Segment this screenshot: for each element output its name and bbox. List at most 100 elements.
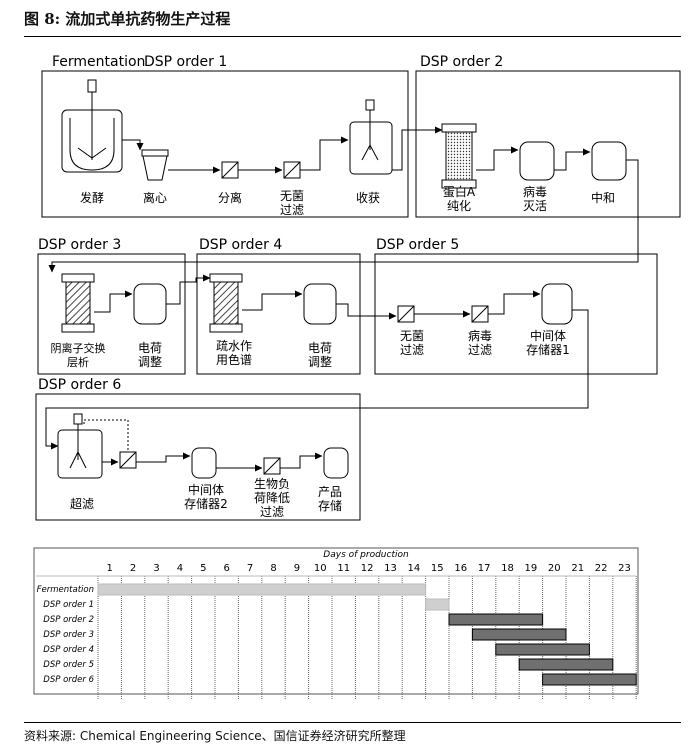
sterile-filter-1-icon xyxy=(283,161,301,179)
gantt-task-label: DSP order 2 xyxy=(43,615,94,625)
step-anion-exchange-line1: 阴离子交换 xyxy=(51,341,106,355)
fermenter-icon xyxy=(61,79,123,173)
gantt-day-label: 22 xyxy=(595,563,608,574)
gantt-day-label: 9 xyxy=(294,563,300,574)
figure-title: 图 8: 流加式单抗药物生产过程 xyxy=(24,10,231,28)
gantt-day-label: 15 xyxy=(431,563,444,574)
bioburden-filter-icon xyxy=(263,457,281,475)
gantt-day-label: 1 xyxy=(107,563,113,574)
ultrafiltration-membrane-icon xyxy=(119,451,137,469)
label-dsp-order-5: DSP order 5 xyxy=(376,237,459,253)
virus-inactivation-vessel-icon xyxy=(519,141,555,181)
source-note: 资料来源: Chemical Engineering Science、国信证券经… xyxy=(24,729,406,743)
gantt-task-label: DSP order 5 xyxy=(43,660,94,670)
step-neutralization-label: 中和 xyxy=(591,190,615,205)
step-sterile-filtration-1-line1: 无菌 xyxy=(280,189,304,203)
gantt-task-bar xyxy=(518,658,614,671)
step-protein-a-line2: 纯化 xyxy=(447,199,471,213)
gantt-day-label: 8 xyxy=(270,563,276,574)
gantt-day-label: 3 xyxy=(153,563,159,574)
step-virus-filtration-line2: 过滤 xyxy=(468,343,492,357)
step-sterile-filtration-2-line2: 过滤 xyxy=(400,343,424,357)
label-dsp-order-6: DSP order 6 xyxy=(38,377,121,393)
step-centrifuge-label: 离心 xyxy=(143,190,167,205)
top-rule xyxy=(24,36,681,37)
step-intermediate-storage-2-line1: 中间体 xyxy=(188,482,224,497)
gantt-day-label: 19 xyxy=(525,563,538,574)
separation-filter-icon xyxy=(221,161,239,179)
gantt-task-bar xyxy=(542,673,637,686)
section-box-fermentation-dsp1 xyxy=(41,70,409,218)
gantt-task-bar xyxy=(97,583,427,596)
step-intermediate-storage-1-line2: 存储器1 xyxy=(526,342,570,357)
section-box-dsp2 xyxy=(415,70,681,218)
step-virus-inactivation-line2: 灭活 xyxy=(523,199,547,213)
step-sterile-filtration-1-line2: 过滤 xyxy=(280,203,304,217)
gantt-day-label: 11 xyxy=(337,563,350,574)
step-product-storage-line1: 产品 xyxy=(318,485,342,499)
step-virus-inactivation-line1: 病毒 xyxy=(523,184,547,199)
step-bioburden-line3: 过滤 xyxy=(260,505,284,519)
product-storage-vessel-icon xyxy=(323,447,349,479)
step-harvest-label: 收获 xyxy=(356,191,380,205)
step-bioburden-line1: 生物负 xyxy=(254,477,290,491)
intermediate-storage-1-vessel-icon xyxy=(541,283,573,325)
protein-a-column-icon xyxy=(441,123,477,189)
centrifuge-icon xyxy=(141,149,169,181)
gantt-day-label: 4 xyxy=(177,563,183,574)
step-intermediate-storage-1-line1: 中间体 xyxy=(530,328,566,343)
gantt-task-label: DSP order 3 xyxy=(43,630,94,640)
step-intermediate-storage-2-line2: 存储器2 xyxy=(184,496,228,511)
section-box-dsp5 xyxy=(374,253,658,375)
step-product-storage-line2: 存储 xyxy=(318,498,342,513)
step-hic-line1: 疏水作 xyxy=(216,338,252,353)
step-protein-a-line1: 蛋白A xyxy=(443,184,476,199)
step-charge-adjust-2-line2: 调整 xyxy=(308,354,332,369)
charge-adjust-2-vessel-icon xyxy=(303,283,337,325)
gantt-task-label: DSP order 1 xyxy=(43,600,94,610)
harvest-vessel-icon xyxy=(349,99,393,175)
gantt-task-label: DSP order 4 xyxy=(43,645,94,655)
section-box-dsp6 xyxy=(35,393,361,521)
gantt-task-bar xyxy=(425,598,450,611)
label-dsp-order-4: DSP order 4 xyxy=(199,237,282,253)
gantt-day-label: 13 xyxy=(384,563,397,574)
intermediate-storage-2-vessel-icon xyxy=(191,447,217,479)
sterile-filter-2-icon xyxy=(397,305,415,323)
section-box-dsp4 xyxy=(196,253,361,375)
gantt-day-label: 17 xyxy=(478,563,491,574)
gantt-task-label: DSP order 6 xyxy=(43,675,94,685)
gantt-day-label: 16 xyxy=(454,563,467,574)
gantt-day-label: 12 xyxy=(361,563,374,574)
step-fermentation-label: 发酵 xyxy=(80,190,104,205)
label-dsp-order-3: DSP order 3 xyxy=(38,237,121,253)
gantt-day-label: 23 xyxy=(618,563,631,574)
gantt-day-label: 20 xyxy=(548,563,561,574)
virus-filter-icon xyxy=(471,305,489,323)
step-charge-adjust-1-line2: 调整 xyxy=(138,354,162,369)
gantt-title: Days of production xyxy=(323,550,409,560)
gantt-task-label: Fermentation xyxy=(37,585,94,595)
label-dsp-order-1: DSP order 1 xyxy=(144,54,227,70)
gantt-day-label: 21 xyxy=(571,563,584,574)
hic-column-icon xyxy=(209,273,243,333)
gantt-task-bar xyxy=(448,613,544,626)
step-charge-adjust-1-line1: 电荷 xyxy=(138,341,162,355)
neutralization-vessel-icon xyxy=(591,141,627,181)
label-dsp-order-2: DSP order 2 xyxy=(420,54,503,70)
step-bioburden-line2: 荷降低 xyxy=(254,491,290,505)
step-sterile-filtration-2-line1: 无菌 xyxy=(400,329,424,343)
step-separation-label: 分离 xyxy=(218,190,242,205)
gantt-day-label: 7 xyxy=(247,563,253,574)
step-charge-adjust-2-line1: 电荷 xyxy=(308,341,332,355)
gantt-day-label: 10 xyxy=(314,563,327,574)
step-virus-filtration-line1: 病毒 xyxy=(468,328,492,343)
gantt-day-label: 14 xyxy=(408,563,421,574)
gantt-day-label: 6 xyxy=(224,563,230,574)
gantt-day-label: 5 xyxy=(200,563,206,574)
bottom-rule xyxy=(24,722,681,723)
gantt-day-label: 18 xyxy=(501,563,514,574)
ultrafiltration-vessel-icon xyxy=(57,413,103,479)
